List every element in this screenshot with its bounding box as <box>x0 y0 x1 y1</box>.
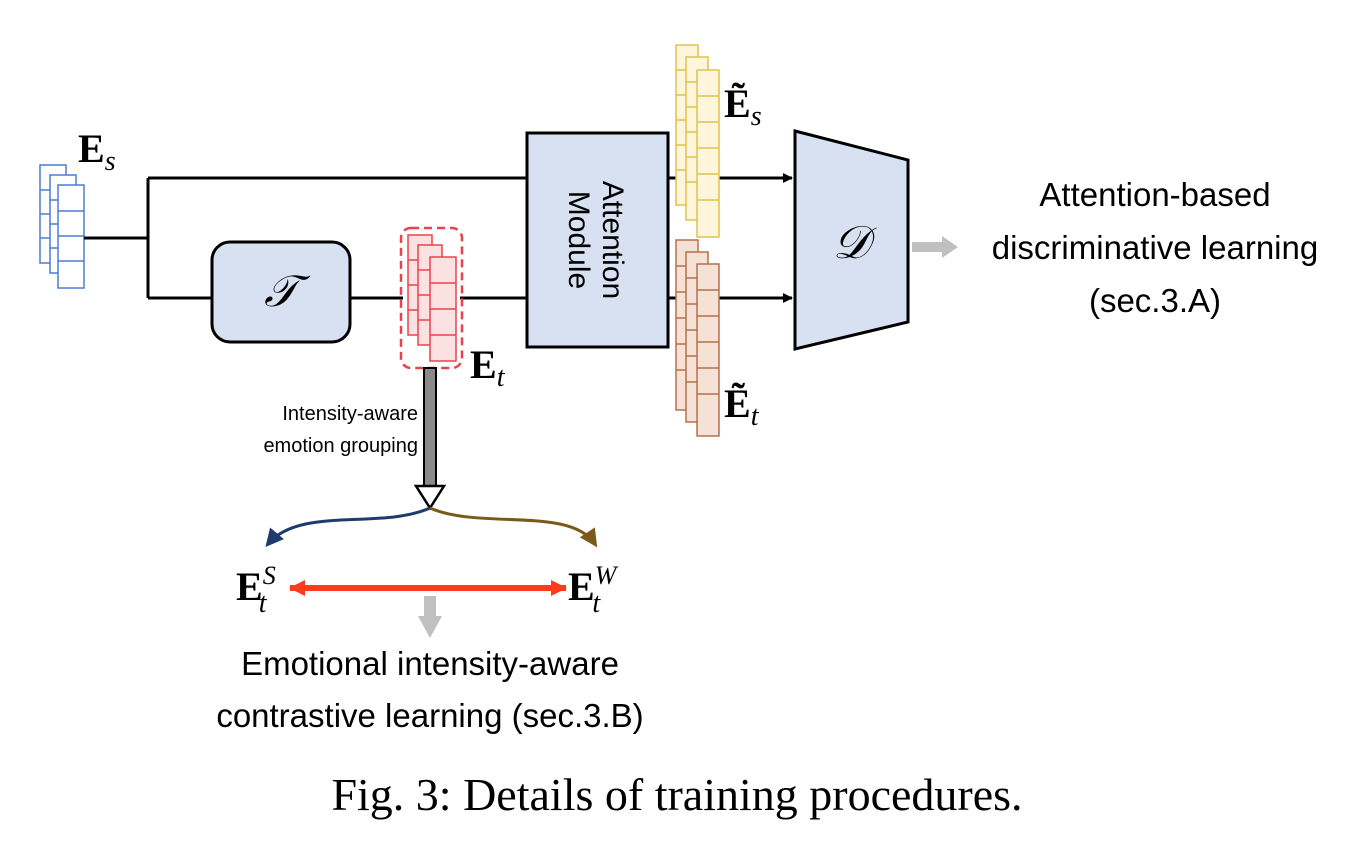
connection-lines <box>84 173 793 303</box>
discriminative-text-line1: Attention-based <box>1039 176 1270 213</box>
gray-arrow-discriminative <box>912 236 958 258</box>
et-embedding-stack <box>407 234 457 362</box>
discriminator-block <box>793 129 910 351</box>
attention-module-label-line2: Module <box>562 191 595 289</box>
gray-arrow-contrastive <box>418 596 442 638</box>
label-et: Et <box>470 342 506 393</box>
grouping-arrow <box>413 367 447 511</box>
figure-caption: Fig. 3: Details of training procedures. <box>331 769 1023 820</box>
attention-module-label-line1: Attention <box>596 181 629 299</box>
label-et-tilde: Ẽt <box>724 381 760 432</box>
attention-module-block <box>525 131 670 349</box>
contrastive-text-line1: Emotional intensity-aware <box>241 645 619 682</box>
es-embedding-stack <box>39 164 85 289</box>
es-tilde-embedding-stack <box>675 44 720 238</box>
grouping-text-line1: Intensity-aware <box>282 403 418 425</box>
label-es: Es <box>78 126 116 177</box>
discriminative-text-line2: discriminative learning <box>992 229 1318 266</box>
blue-split-arrow <box>265 506 431 548</box>
discriminative-text-line3: (sec.3.A) <box>1089 282 1221 319</box>
label-es-tilde: Ẽs <box>724 81 762 132</box>
transformation-block <box>210 240 352 344</box>
grouping-text-line2: emotion grouping <box>263 435 418 457</box>
olive-split-arrow <box>429 506 598 548</box>
contrastive-text-line2: contrastive learning (sec.3.B) <box>216 697 643 734</box>
et-tilde-embedding-stack <box>675 239 720 437</box>
